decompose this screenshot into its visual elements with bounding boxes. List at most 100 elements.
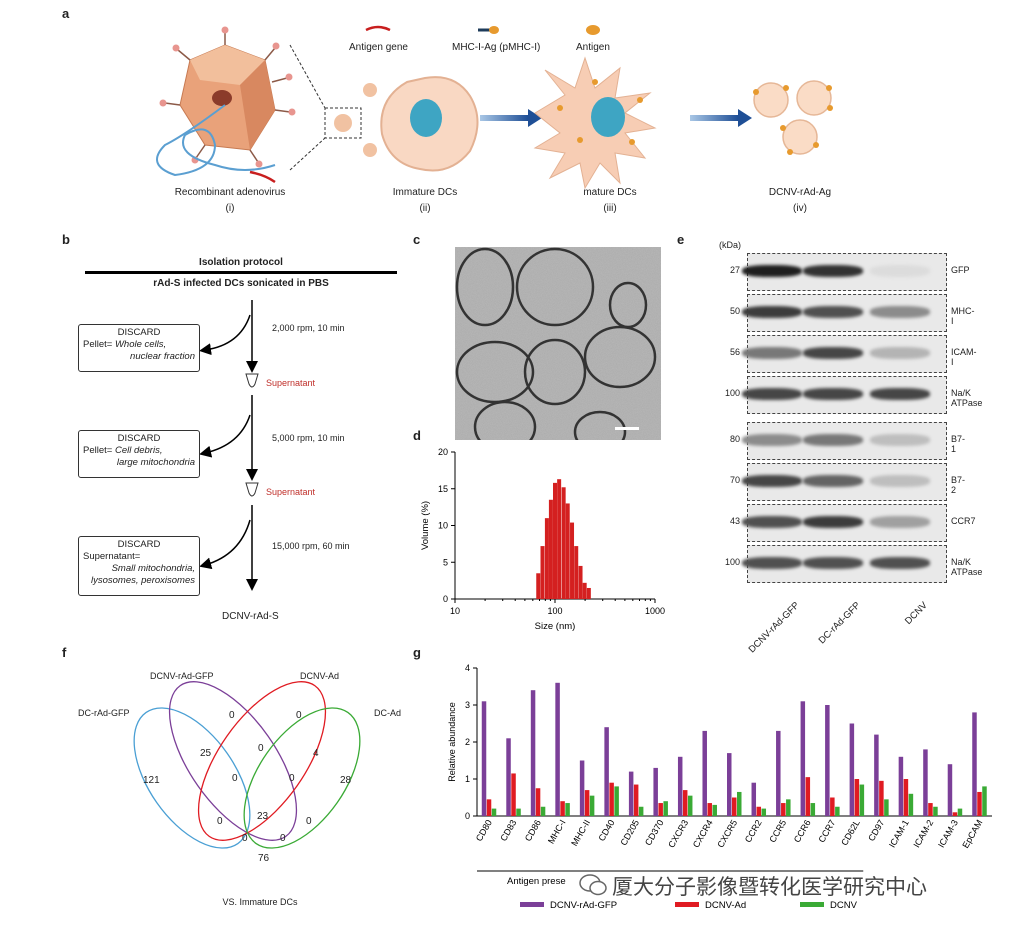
venn-count: 0	[289, 773, 295, 784]
bar	[609, 782, 614, 816]
bar	[561, 487, 566, 599]
discard-head: DISCARD	[117, 327, 161, 338]
lane-label: DC-rAd-GFP	[816, 600, 863, 647]
legend-label: DCNV	[830, 900, 858, 911]
bar	[481, 701, 487, 816]
legend-swatch	[675, 902, 699, 907]
blot-band	[742, 306, 802, 318]
venn-count: 0	[296, 710, 302, 721]
venn-count: 28	[340, 775, 352, 786]
bar	[952, 812, 958, 816]
discard-head: DISCARD	[117, 433, 161, 444]
bar	[977, 791, 982, 816]
panel-b-label: b	[62, 232, 70, 247]
bar	[530, 690, 536, 816]
bar	[570, 522, 575, 599]
discard-box-2: DISCARD Pellet= Cell debris, large mitoc…	[78, 430, 200, 478]
blot-band	[742, 516, 802, 528]
panel-d-label: d	[413, 428, 421, 443]
discard-text: Supernatant=	[83, 551, 141, 562]
bar	[933, 806, 938, 816]
bar	[491, 808, 497, 816]
bar	[511, 773, 516, 816]
y-tick-label: 5	[443, 557, 448, 567]
panel-f-label: f	[62, 645, 67, 660]
bar	[486, 799, 492, 816]
arrow-right-icon	[690, 109, 752, 127]
bar	[707, 803, 712, 816]
bar	[544, 518, 549, 599]
blot-band	[803, 557, 863, 569]
bar	[835, 806, 840, 816]
bar	[810, 803, 816, 816]
step-3: 15,000 rpm, 60 min	[272, 541, 350, 551]
category-label: CD370	[643, 818, 666, 847]
mature-dc-icon	[533, 56, 657, 190]
bar	[756, 806, 762, 816]
bar	[898, 756, 904, 816]
discard-head: DISCARD	[117, 539, 161, 550]
stage-num-1: (i)	[225, 203, 235, 214]
antigen-icon	[586, 25, 600, 35]
protein-label: B7-2	[951, 475, 966, 495]
venn-count: 0	[306, 816, 312, 827]
protein-label: CCR7	[951, 516, 976, 526]
bar	[854, 779, 860, 816]
x-tick-label: 1000	[645, 606, 665, 616]
venn-count: 25	[200, 748, 212, 759]
stage-num-2: (ii)	[419, 203, 431, 214]
y-tick-label: 4	[465, 663, 470, 673]
bar	[553, 482, 557, 599]
bar	[516, 808, 521, 816]
bar	[565, 503, 570, 599]
bar	[751, 782, 757, 816]
venn-label-dc-rad-gfp: DC-rAd-GFP	[78, 708, 130, 718]
venn-count: 121	[143, 775, 160, 786]
bar	[582, 582, 587, 599]
category-label: CD62L	[839, 818, 862, 847]
bar	[663, 801, 668, 816]
protocol-rule	[85, 271, 397, 274]
discard-box-3: DISCARD Supernatant= Small mitochondria,…	[78, 536, 200, 596]
bar	[565, 803, 570, 816]
venn-set-dc-rad-gfp	[133, 707, 251, 849]
venn-count: 0	[258, 743, 264, 754]
bar	[737, 791, 742, 816]
venn-diagram	[133, 681, 361, 849]
adenovirus-icon	[156, 26, 296, 184]
bar	[786, 799, 791, 816]
bar	[947, 764, 953, 816]
venn-count: 0	[242, 833, 248, 844]
category-label: MHC-II	[569, 818, 592, 848]
kda-marker: 100	[724, 557, 740, 567]
blot-band	[870, 265, 930, 277]
bar	[540, 546, 545, 599]
blot-band	[742, 475, 802, 487]
y-tick-label: 15	[438, 484, 448, 494]
protocol-title: Isolation protocol	[199, 257, 283, 268]
group-label: Antigen prese	[507, 876, 566, 887]
venn-count: 0	[280, 833, 286, 844]
bar	[557, 479, 562, 599]
supernatant-1: Supernatant	[266, 378, 316, 388]
x-tick-label: 100	[547, 606, 562, 616]
y-tick-label: 20	[438, 447, 448, 457]
blot-band	[870, 434, 930, 446]
protein-label: Na/K ATPase	[951, 388, 983, 408]
step-1: 2,000 rpm, 10 min	[272, 323, 345, 333]
discard-text: Small mitochondria,	[111, 563, 195, 574]
bar	[761, 808, 767, 816]
bar	[702, 730, 707, 816]
blot-band	[803, 434, 863, 446]
bar	[614, 786, 619, 816]
y-tick-label: 0	[465, 811, 470, 821]
scale-bar	[615, 427, 639, 430]
blot-band	[870, 475, 930, 487]
blot-band	[870, 557, 930, 569]
venn-label-dc-ad: DC-Ad	[374, 708, 402, 718]
protocol-product: DCNV-rAd-S	[222, 611, 279, 622]
panel-a-label: a	[62, 6, 70, 21]
category-label: CXCR4	[691, 818, 715, 849]
bar	[908, 793, 914, 816]
bar	[712, 804, 717, 816]
